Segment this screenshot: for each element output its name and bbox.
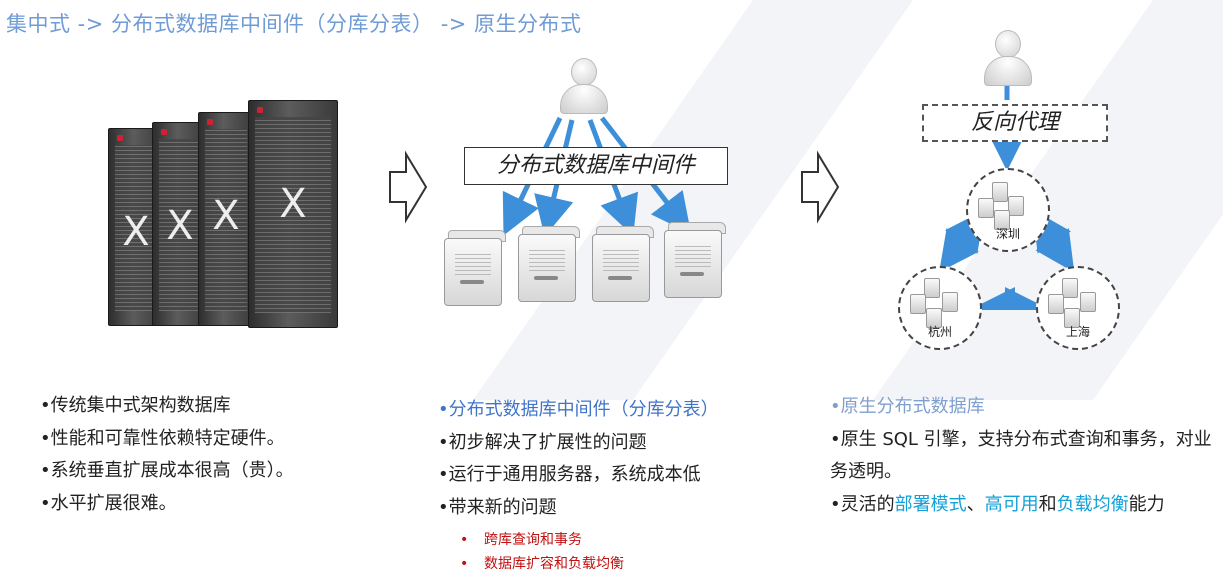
- note-item: •传统集中式架构数据库: [40, 395, 231, 416]
- user-icon: [984, 30, 1032, 86]
- note-item: •水平扩展很难。: [40, 492, 177, 514]
- transition-arrow-icon: [389, 150, 428, 224]
- highlight-term: 负载均衡: [1056, 493, 1129, 515]
- note-text: 能力: [1128, 493, 1165, 515]
- reverse-proxy-label: 反向代理: [970, 110, 1059, 135]
- new-problems-list: 跨库查询和事务 数据库扩容和负载均衡: [460, 528, 624, 576]
- page-title: 集中式 -> 分布式数据库中间件（分库分表） -> 原生分布式: [6, 12, 582, 36]
- rack-x-mark: X: [166, 203, 194, 249]
- server-icon: [444, 230, 506, 306]
- problem-item: 数据库扩容和负载均衡: [460, 552, 624, 576]
- rack-x-mark: X: [212, 193, 240, 239]
- note-heading: •分布式数据库中间件（分库分表）: [438, 399, 719, 420]
- note-text: •灵活的: [830, 493, 895, 515]
- cluster-shanghai: 上海: [1036, 266, 1120, 350]
- note-item: •系统垂直扩展成本很高（贵）。: [40, 460, 294, 481]
- server-icon: [592, 226, 654, 302]
- note-item: •灵活的部署模式、高可用和负载均衡能力: [830, 489, 1220, 522]
- cluster-hangzhou: 杭州: [898, 266, 982, 350]
- note-text: 和: [1038, 493, 1057, 515]
- note-item: •运行于通用服务器，系统成本低: [438, 464, 701, 485]
- cluster-label: 深圳: [995, 227, 1020, 241]
- note-item: •初步解决了扩展性的问题: [438, 431, 647, 453]
- middleware-notes: •分布式数据库中间件（分库分表） •初步解决了扩展性的问题 •运行于通用服务器，…: [438, 394, 719, 524]
- note-item: •性能和可靠性依赖特定硬件。: [40, 427, 285, 449]
- server-rack: X: [198, 112, 254, 326]
- native-distributed-notes: •原生分布式数据库 •原生 SQL 引擎，支持分布式查询和事务，对业务透明。 •…: [830, 391, 1220, 521]
- centralized-notes: •传统集中式架构数据库 •性能和可靠性依赖特定硬件。 •系统垂直扩展成本很高（贵…: [40, 390, 294, 520]
- cluster-label: 杭州: [927, 325, 952, 339]
- note-item: •带来新的问题: [438, 496, 557, 518]
- middleware-label: 分布式数据库中间件: [496, 153, 695, 178]
- note-heading: •原生分布式数据库: [830, 396, 985, 417]
- rack-x-mark: X: [122, 209, 150, 255]
- server-icon: [664, 222, 726, 298]
- highlight-term: 高可用: [984, 493, 1039, 515]
- reverse-proxy-box: 反向代理: [922, 104, 1108, 142]
- transition-arrow-icon: [801, 150, 840, 224]
- user-icon: [560, 58, 608, 114]
- highlight-term: 部署模式: [894, 493, 967, 515]
- note-text: 、: [966, 493, 985, 515]
- problem-item: 跨库查询和事务: [460, 528, 624, 552]
- middleware-label-box: 分布式数据库中间件: [464, 147, 728, 185]
- server-icon: [518, 226, 580, 302]
- server-rack-cluster: X X X X: [108, 98, 340, 330]
- note-item: •原生 SQL 引擎，支持分布式查询和事务，对业务透明。: [830, 428, 1212, 483]
- cluster-shenzhen: 深圳: [966, 168, 1050, 252]
- server-rack: X: [248, 100, 338, 328]
- rack-x-mark: X: [279, 181, 307, 227]
- cluster-label: 上海: [1065, 325, 1090, 339]
